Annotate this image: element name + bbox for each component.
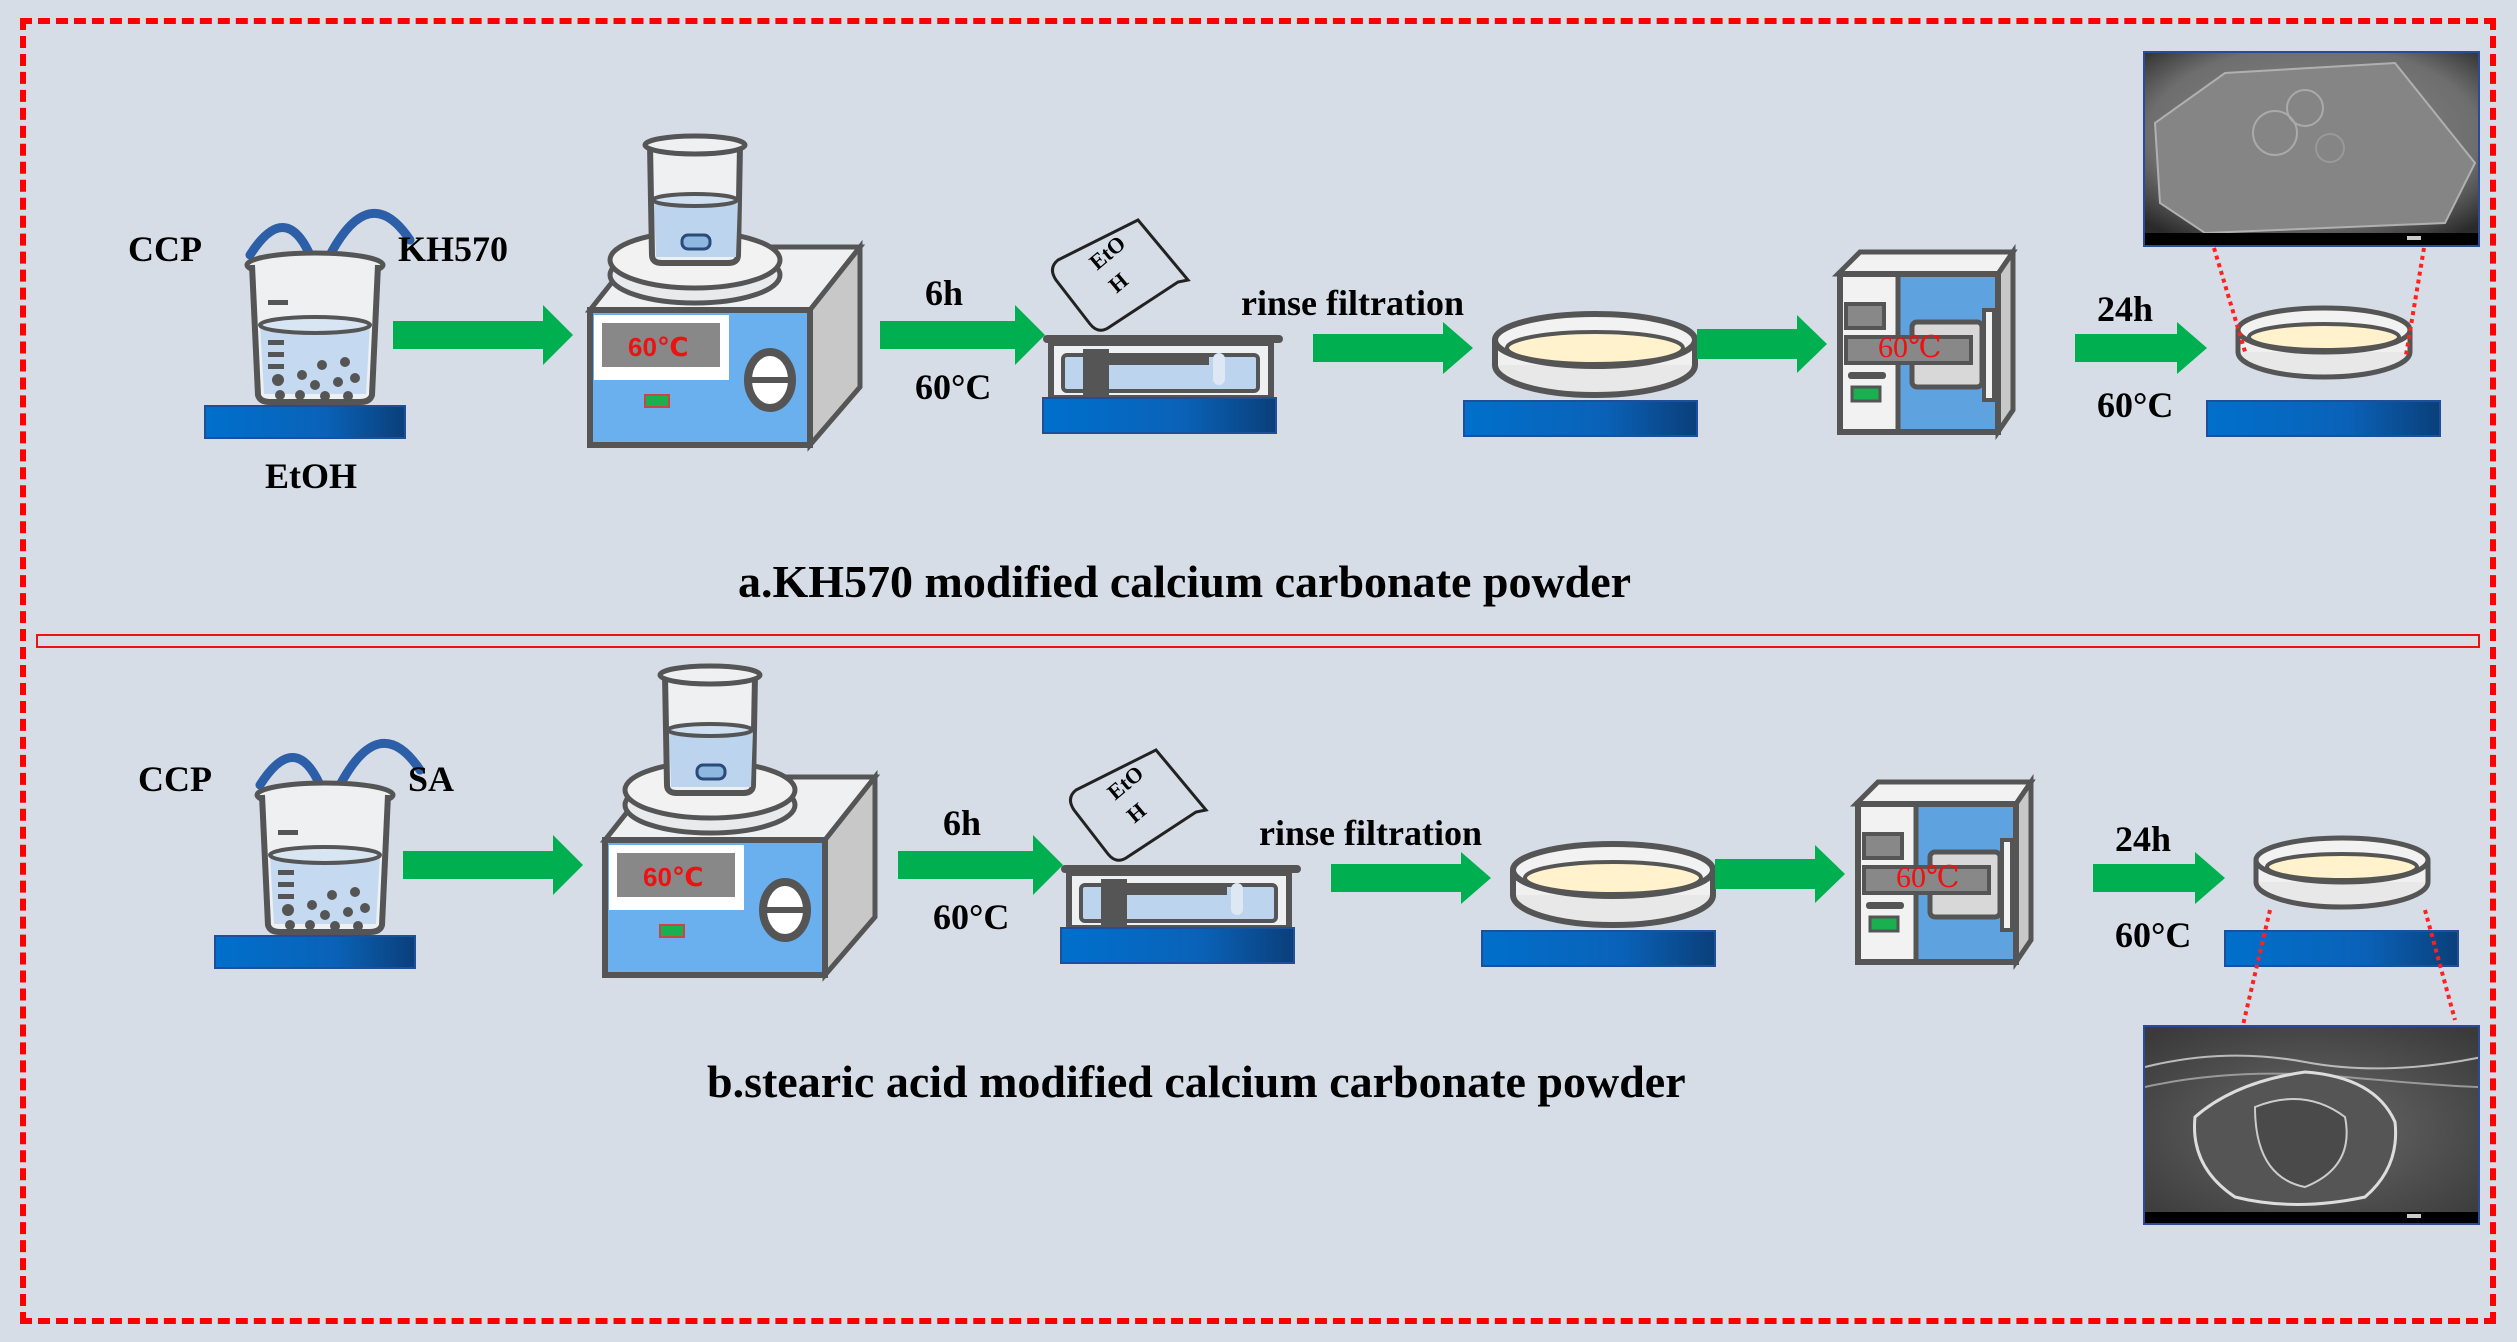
reagent-left-label: CCP [128, 229, 202, 269]
solvent-label: EtOH [265, 456, 358, 496]
stirrer-temperature-display: 60℃ [643, 862, 704, 892]
ethanol-wash-bottle-icon [1051, 218, 1191, 332]
panel-divider [36, 634, 2480, 648]
arrow-right-icon [2075, 322, 2207, 374]
outer-dashed-frame [20, 18, 2496, 1324]
magnetic-stirrer-icon [584, 133, 866, 452]
reagent-feed-tube-icon [335, 738, 425, 790]
step-time-label: 6h [943, 803, 982, 843]
final-petri-dish-icon [2235, 305, 2413, 380]
ccp-feed-tube-icon [245, 223, 315, 260]
arrow-right-icon [393, 305, 573, 365]
step-temperature-label: 60°C [915, 367, 992, 407]
arrow-right-icon [1331, 852, 1491, 904]
base-plate-icon [214, 935, 416, 969]
sem-image-kh570 [2143, 51, 2480, 247]
drying-oven-icon [1831, 243, 2018, 441]
arrow-right-icon [1697, 315, 1827, 373]
arrow-right-icon [403, 835, 583, 895]
crystallizing-dish-icon [1061, 865, 1301, 931]
base-plate-icon [1060, 927, 1295, 964]
arrow-right-icon [880, 305, 1045, 365]
ccp-feed-tube-icon [255, 753, 325, 790]
oven-temperature-display: 60℃ [1896, 861, 1960, 894]
arrow-right-icon [1715, 845, 1845, 903]
oven-temperature-display: 60℃ [1878, 331, 1942, 364]
drying-oven-icon [1849, 773, 2036, 971]
drying-time-label: 24h [2115, 819, 2172, 859]
drying-temperature-label: 60°C [2097, 385, 2174, 425]
beaker-mixing-icon [244, 208, 415, 405]
petri-dish-icon [1492, 311, 1698, 398]
rinse-filtration-label: rinse filtration [1259, 813, 1482, 853]
reagent-right-label: SA [408, 759, 455, 799]
arrow-right-icon [1313, 322, 1473, 374]
base-plate-icon [204, 405, 406, 439]
panel-b-title: b.stearic acid modified calcium carbonat… [707, 1056, 1686, 1107]
panel-a: CCP KH570 EtOH 60℃ 6h 60°C EtO H [0, 0, 2517, 640]
arrow-right-icon [898, 835, 1063, 895]
final-petri-dish-icon [2253, 835, 2431, 910]
arrow-right-icon [2093, 852, 2225, 904]
reagent-right-label: KH570 [398, 229, 509, 269]
magnetic-stirrer-icon [599, 663, 881, 982]
crystallizing-dish-icon [1043, 335, 1283, 401]
base-plate-icon [1463, 400, 1698, 437]
drying-temperature-label: 60°C [2115, 915, 2192, 955]
base-plate-icon [1042, 397, 1277, 434]
sem-image-stearic-acid [2143, 1025, 2480, 1225]
panel-b: CCP SA 60℃ 6h 60°C EtO H r [0, 530, 2517, 1170]
drying-time-label: 24h [2097, 289, 2154, 329]
reagent-left-label: CCP [138, 759, 212, 799]
panel-a-title: a.KH570 modified calcium carbonate powde… [738, 556, 1632, 607]
rinse-filtration-label: rinse filtration [1241, 283, 1464, 323]
beaker-mixing-icon [254, 738, 425, 935]
step-time-label: 6h [925, 273, 964, 313]
reagent-feed-tube-icon [325, 208, 415, 260]
base-plate-icon [2206, 400, 2441, 437]
stirrer-temperature-display: 60℃ [628, 332, 689, 362]
step-temperature-label: 60°C [933, 897, 1010, 937]
ethanol-wash-bottle-icon [1069, 748, 1209, 862]
base-plate-icon [1481, 930, 1716, 967]
petri-dish-icon [1510, 841, 1716, 928]
